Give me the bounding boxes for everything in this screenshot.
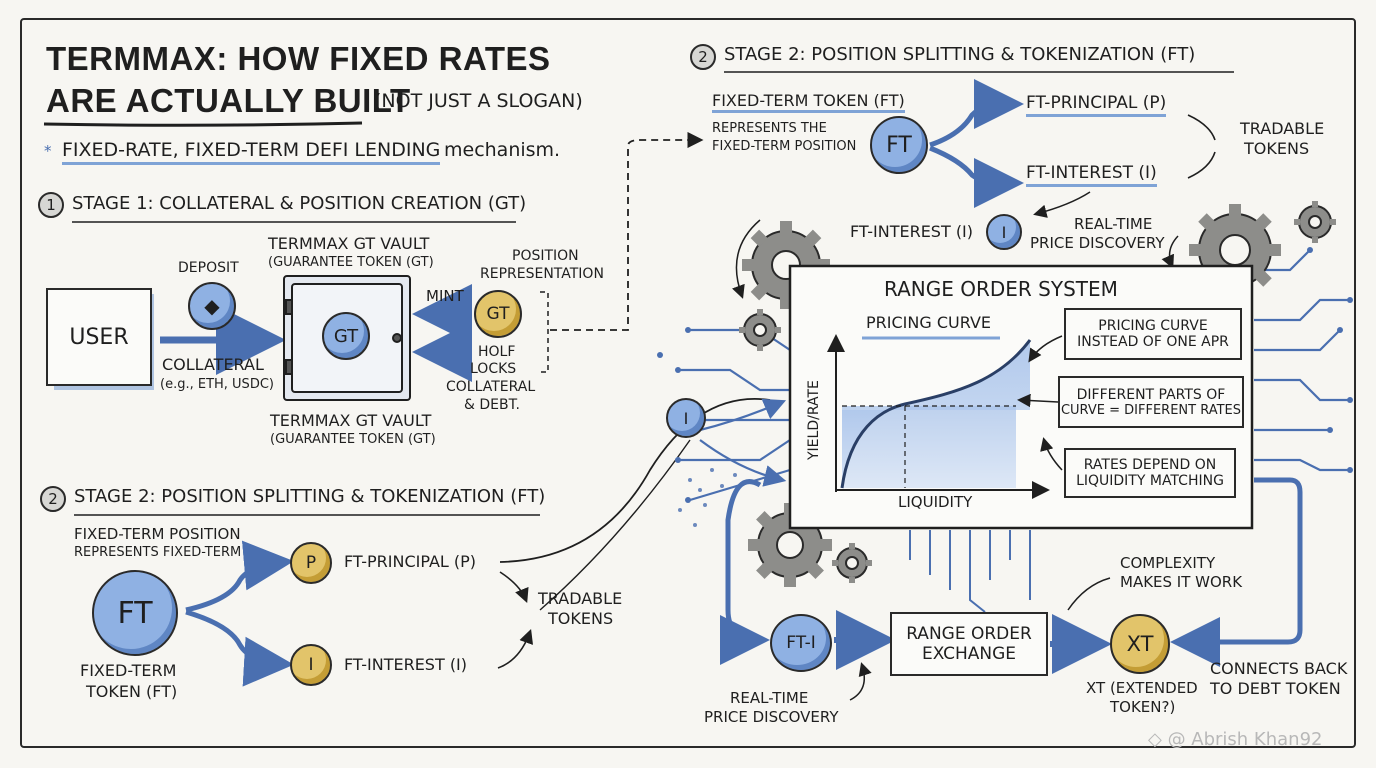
pricing-curve-title: PRICING CURVE	[866, 313, 992, 332]
ethereum-coin-icon: ◆	[188, 282, 236, 330]
mint-label: MINT	[426, 287, 464, 305]
vault-gt-coin: GT	[322, 312, 370, 360]
gt-token-coin: GT	[474, 290, 522, 338]
title-line-2: ARE ACTUALLY BUILT	[46, 82, 411, 119]
tradable-lower-1: TRADABLE	[538, 589, 623, 608]
xt-label-line-2: TOKEN?)	[1110, 698, 1176, 716]
title-aside: (NOT JUST A SLOGAN)	[374, 90, 583, 112]
realtime-top-1: REAL-TIME	[1074, 215, 1153, 233]
note-different-rates: DIFFERENT PARTS OF CURVE = DIFFERENT RAT…	[1058, 376, 1244, 428]
ft-principal-upper: FT-PRINCIPAL (P)	[1026, 93, 1167, 117]
user-label: USER	[69, 324, 129, 350]
outer-frame	[20, 18, 1356, 748]
x-axis-label: LIQUIDITY	[898, 493, 973, 511]
principal-label: FT-PRINCIPAL (P)	[344, 552, 477, 571]
vault-top-title: TERMMAX GT VAULT	[268, 234, 430, 253]
title-underline	[43, 121, 363, 127]
represents-line-1: REPRESENTS THE	[712, 121, 827, 136]
range-order-title: RANGE ORDER SYSTEM	[884, 277, 1118, 301]
range-interest-coin: I	[986, 214, 1022, 250]
vault-top-subtitle: (GUARANTEE TOKEN (GT)	[268, 255, 434, 270]
vault-bottom-title: TERMMAX GT VAULT	[270, 411, 432, 430]
interest-coin: I	[290, 644, 332, 686]
tradable-lower-2: TOKENS	[548, 609, 614, 628]
tradable-upper-1: TRADABLE	[1240, 119, 1325, 138]
ft-interest-upper: FT-INTEREST (I)	[1026, 163, 1157, 187]
holds-line-3: COLLATERAL	[446, 379, 536, 395]
ft-big-coin: FT	[92, 570, 178, 656]
represents-fixed-term-label: REPRESENTS FIXED-TERM	[74, 545, 242, 560]
note1-line-1: PRICING CURVE	[1098, 318, 1208, 334]
vault-bottom-subtitle: (GUARANTEE TOKEN (GT)	[270, 432, 436, 447]
pricing-curve-chart	[827, 334, 1063, 499]
collateral-examples: (e.g., ETH, USDC)	[160, 377, 274, 392]
ft-upper-title: FIXED-TERM TOKEN (FT)	[712, 91, 905, 114]
exchange-line-2: EXCHANGE	[921, 644, 1017, 664]
ft-label-line-2: TOKEN (FT)	[86, 682, 178, 701]
realtime-bottom-1: REAL-TIME	[730, 689, 809, 707]
pricing-curve-line	[840, 339, 1032, 489]
note2-line-1: DIFFERENT PARTS OF	[1076, 386, 1226, 403]
tradable-upper-2: TOKENS	[1244, 139, 1310, 158]
complexity-line-2: MAKES IT WORK	[1120, 573, 1243, 591]
stage2-upper-number-badge: 2	[690, 44, 716, 70]
note3-line-2: LIQUIDITY MATCHING	[1076, 473, 1224, 489]
title-line-1: TERMMAX: HOW FIXED RATES	[46, 40, 551, 77]
holds-line-2: LOCKS	[470, 361, 517, 377]
stage2-upper-title: STAGE 2: POSITION SPLITTING & TOKENIZATI…	[724, 44, 1196, 65]
xt-coin: XT	[1110, 614, 1170, 674]
ft-label-line-1: FIXED-TERM	[80, 661, 177, 680]
user-box: USER	[46, 288, 152, 386]
holds-line-1: HOLF	[478, 344, 516, 360]
exchange-line-1: RANGE ORDER	[906, 624, 1032, 644]
tagline-bold: FIXED-RATE, FIXED-TERM DEFI LENDING	[62, 139, 441, 165]
complexity-line-1: COMPLEXITY	[1120, 554, 1216, 572]
connects-back-arrow	[1170, 477, 1303, 667]
note3-line-1: RATES DEPEND ON	[1083, 457, 1217, 473]
realtime-bottom-2: PRICE DISCOVERY	[704, 708, 839, 726]
connects-line-1: CONNECTS BACK	[1210, 659, 1348, 678]
stage1-title: STAGE 1: COLLATERAL & POSITION CREATION …	[72, 193, 527, 214]
stage1-number-badge: 1	[38, 192, 64, 218]
note-pricing-curve: PRICING CURVE INSTEAD OF ONE APR	[1064, 308, 1242, 360]
range-order-exchange-box: RANGE ORDER EXCHANGE	[890, 612, 1048, 676]
note-liquidity-matching: RATES DEPEND ON LIQUIDITY MATCHING	[1064, 448, 1236, 498]
tagline-rest: mechanism.	[444, 139, 561, 161]
watermark: ◇ @ Abrish Khan92	[1148, 729, 1323, 750]
collateral-label: COLLATERAL	[162, 355, 264, 374]
dashed-route	[550, 131, 704, 331]
y-axis-label: YIELD/RATE	[806, 380, 822, 460]
range-interest-label: FT-INTEREST (I)	[850, 222, 974, 241]
note1-line-2: INSTEAD OF ONE APR	[1077, 334, 1229, 350]
position-rep-line-1: POSITION	[512, 248, 579, 264]
fixed-term-position-label: FIXED-TERM POSITION	[74, 525, 241, 543]
ft-upper-coin: FT	[870, 116, 928, 174]
interest-label: FT-INTEREST (I)	[344, 655, 468, 674]
tagline-star-icon: *	[44, 142, 52, 160]
ft-i-coin: FT-I	[770, 614, 832, 672]
represents-line-2: FIXED-TERM POSITION	[712, 139, 857, 154]
stage2-lower-number-badge: 2	[40, 486, 66, 512]
side-interest-coin: I	[666, 398, 706, 438]
position-rep-line-2: REPRESENTATION	[480, 266, 604, 282]
note2-line-2: CURVE = DIFFERENT RATES	[1060, 402, 1242, 418]
deposit-label: DEPOSIT	[178, 260, 239, 276]
xt-label-line-1: XT (EXTENDED	[1086, 679, 1198, 697]
stage2-lower-title: STAGE 2: POSITION SPLITTING & TOKENIZATI…	[74, 486, 546, 507]
connects-line-2: TO DEBT TOKEN	[1210, 679, 1341, 698]
circuit-lines-right	[1254, 249, 1350, 472]
principal-coin: P	[290, 542, 332, 584]
realtime-top-2: PRICE DISCOVERY	[1030, 234, 1165, 252]
holds-line-4: & DEBT.	[464, 397, 520, 413]
